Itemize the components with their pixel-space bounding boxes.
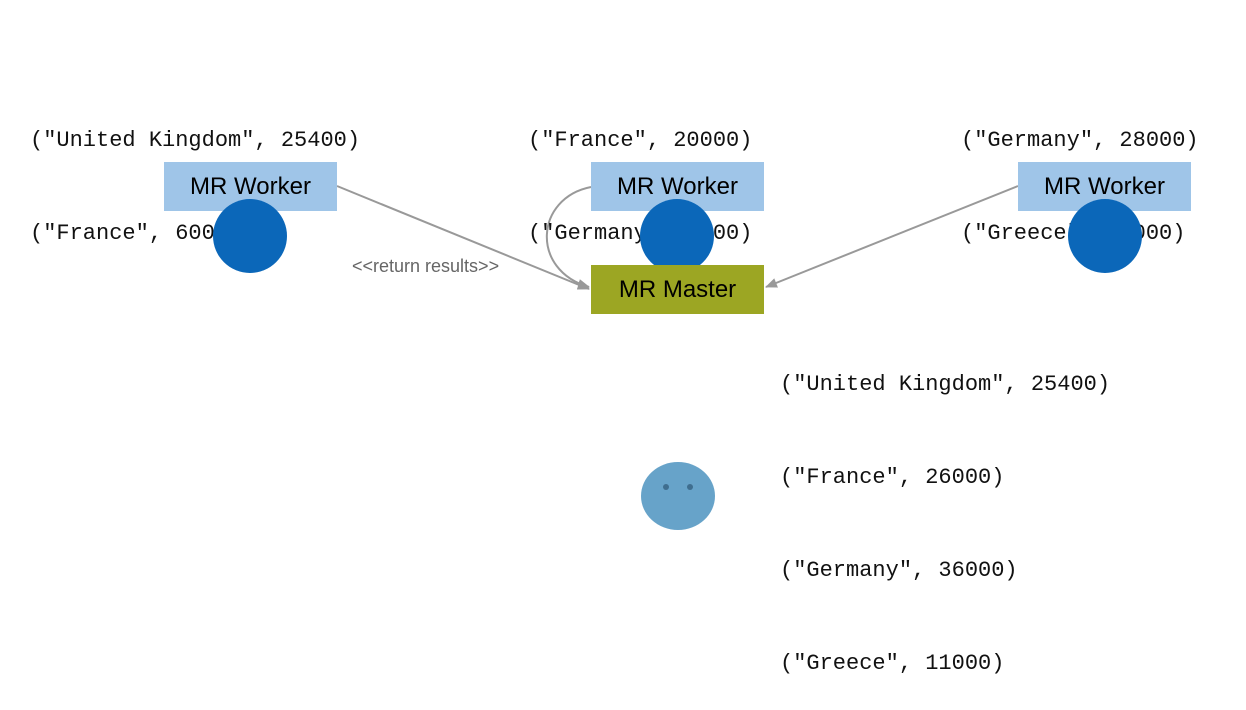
right-eye-icon [687,484,693,490]
connector-layer [336,185,1019,290]
master-result-line: ("United Kingdom", 25400) [780,372,1111,397]
worker-2-node [640,199,714,273]
worker-1-label: MR Worker [190,172,311,200]
worker-3-label: MR Worker [1044,172,1165,200]
worker-1-result-line: ("France", 6000) [30,221,242,246]
worker-3-box[interactable]: MR Worker [1018,162,1191,211]
master-result-line: ("Greece", 11000) [780,651,1005,676]
return-results-label: <<return results>> [352,256,500,276]
worker-1-box[interactable]: MR Worker [164,162,337,211]
master-box[interactable]: MR Master [591,265,764,314]
worker-1-node [213,199,287,273]
master-result-line: ("Germany", 36000) [780,558,1018,583]
worker-2-result-line: ("France", 20000) [528,128,753,153]
arrow-worker2-to-master [545,186,592,289]
left-eye-icon [663,484,669,490]
worker-1-result-line: ("United Kingdom", 25400) [30,128,361,153]
arrow-worker3-to-master [765,185,1019,288]
worker-2-label: MR Worker [617,172,738,200]
master-label: MR Master [618,275,737,303]
master-results: ("United Kingdom", 25400) ("France", 260… [780,307,1110,710]
master-result-line: ("France", 26000) [780,465,1005,490]
worker-3-result-line: ("Germany", 28000) [961,128,1199,153]
user-avatar-icon [641,462,715,530]
worker-3-node [1068,199,1142,273]
arrow-worker1-to-master [336,185,590,290]
